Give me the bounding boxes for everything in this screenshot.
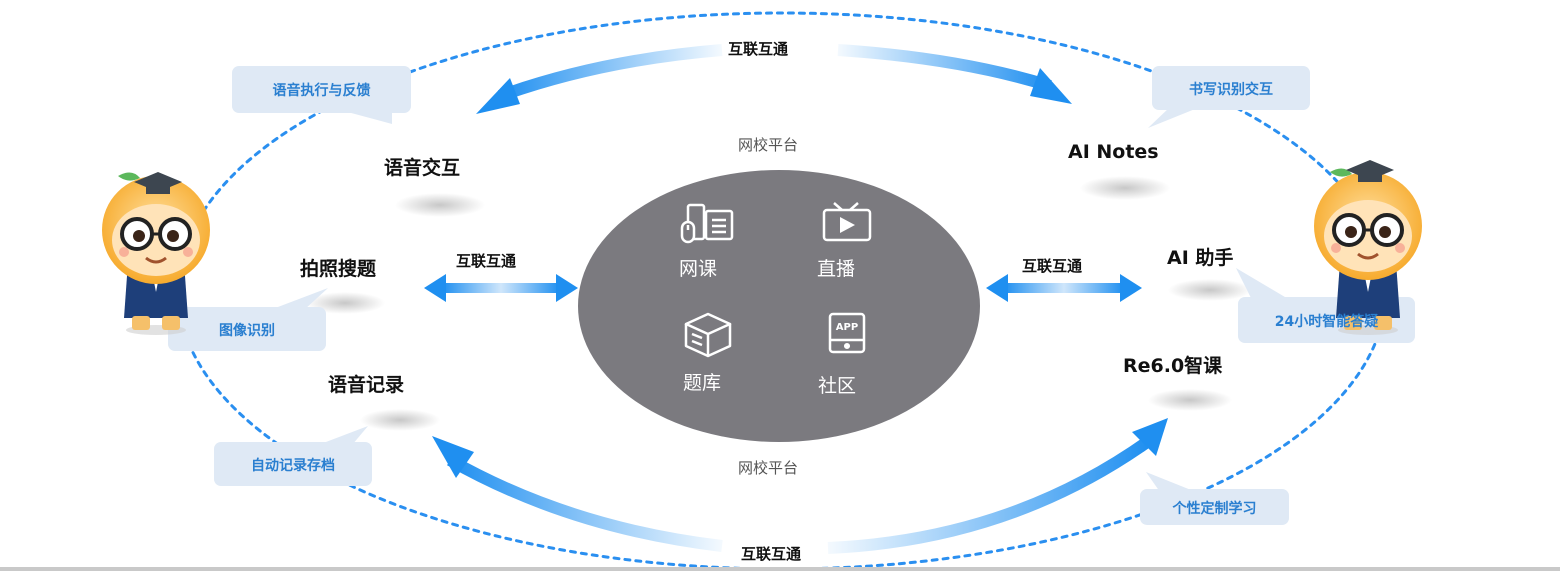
bottom-right-arc-arrow [827,435,1154,554]
link-label-left: 互联互通 [456,252,517,270]
left-double-arrow-shaft [442,283,560,293]
box-icon [684,312,732,358]
feature-voice-interaction: 语音交互 [384,157,461,179]
right-double-arrowhead-r [1120,274,1142,302]
hub-item-label: 社区 [817,375,856,397]
top-right-arc-arrow [837,44,1052,92]
top-right-arrowhead [1030,68,1072,104]
tv-play-icon [822,202,872,242]
callout-bubble [1148,66,1310,128]
hub-item-label: 题库 [682,372,721,394]
hub-item-label: 直播 [816,258,855,280]
callout-bubble [168,288,328,351]
feature-ai-notes: AI Notes [1068,141,1159,163]
mascot-left [102,172,210,335]
mascot-right [1314,160,1422,335]
bottom-right-arrowhead [1132,418,1168,456]
feature-photo-search: 拍照搜题 [300,258,377,280]
left-double-arrowhead-l [424,274,446,302]
hub-item-label: 网课 [678,258,717,280]
bottom-left-arc-arrow [447,454,723,552]
top-left-arc-arrow [497,44,723,102]
callout-auto-archive: 自动记录存档 [251,458,335,474]
callout-bubble [214,426,372,486]
callout-bubble [232,66,411,124]
callout-voice-feedback: 语音执行与反馈 [272,83,371,99]
bottom-left-arrowhead [432,436,474,478]
feature-shadow [360,409,440,431]
callout-handwriting: 书写识别交互 [1189,82,1273,98]
feature-shadow [1168,279,1252,301]
platform-label-top: 网校平台 [738,136,799,154]
link-label-right: 互联互通 [1022,257,1083,275]
callout-image-recognition: 图像识别 [219,323,275,339]
platform-label-bottom: 网校平台 [738,459,799,477]
feature-shadow [305,292,385,314]
right-double-arrow-shaft [1004,283,1124,293]
link-label-bottom: 互联互通 [741,545,802,563]
feature-shadow [1080,176,1170,200]
feature-shadow [1148,389,1232,411]
feature-shadow [395,193,485,217]
platform-hub [578,170,980,442]
feature-ai-assistant: AI 助手 [1167,247,1234,269]
feature-voice-record: 语音记录 [328,374,405,396]
feature-re-smart-class: Re6.0智课 [1123,355,1223,377]
app-tablet-icon: APP [828,312,866,354]
callout-personalized: 个性定制学习 [1172,501,1257,517]
right-double-arrowhead-l [986,274,1008,302]
callout-bubble [1140,472,1289,525]
bottom-divider [0,567,1560,571]
link-label-top: 互联互通 [728,40,789,58]
left-double-arrowhead-r [556,274,578,302]
callout-24h-qa: 24小时智能答疑 [1274,314,1379,330]
book-mouse-icon [680,203,734,244]
top-left-arrowhead [476,78,520,114]
svg-text:APP: APP [836,322,858,333]
